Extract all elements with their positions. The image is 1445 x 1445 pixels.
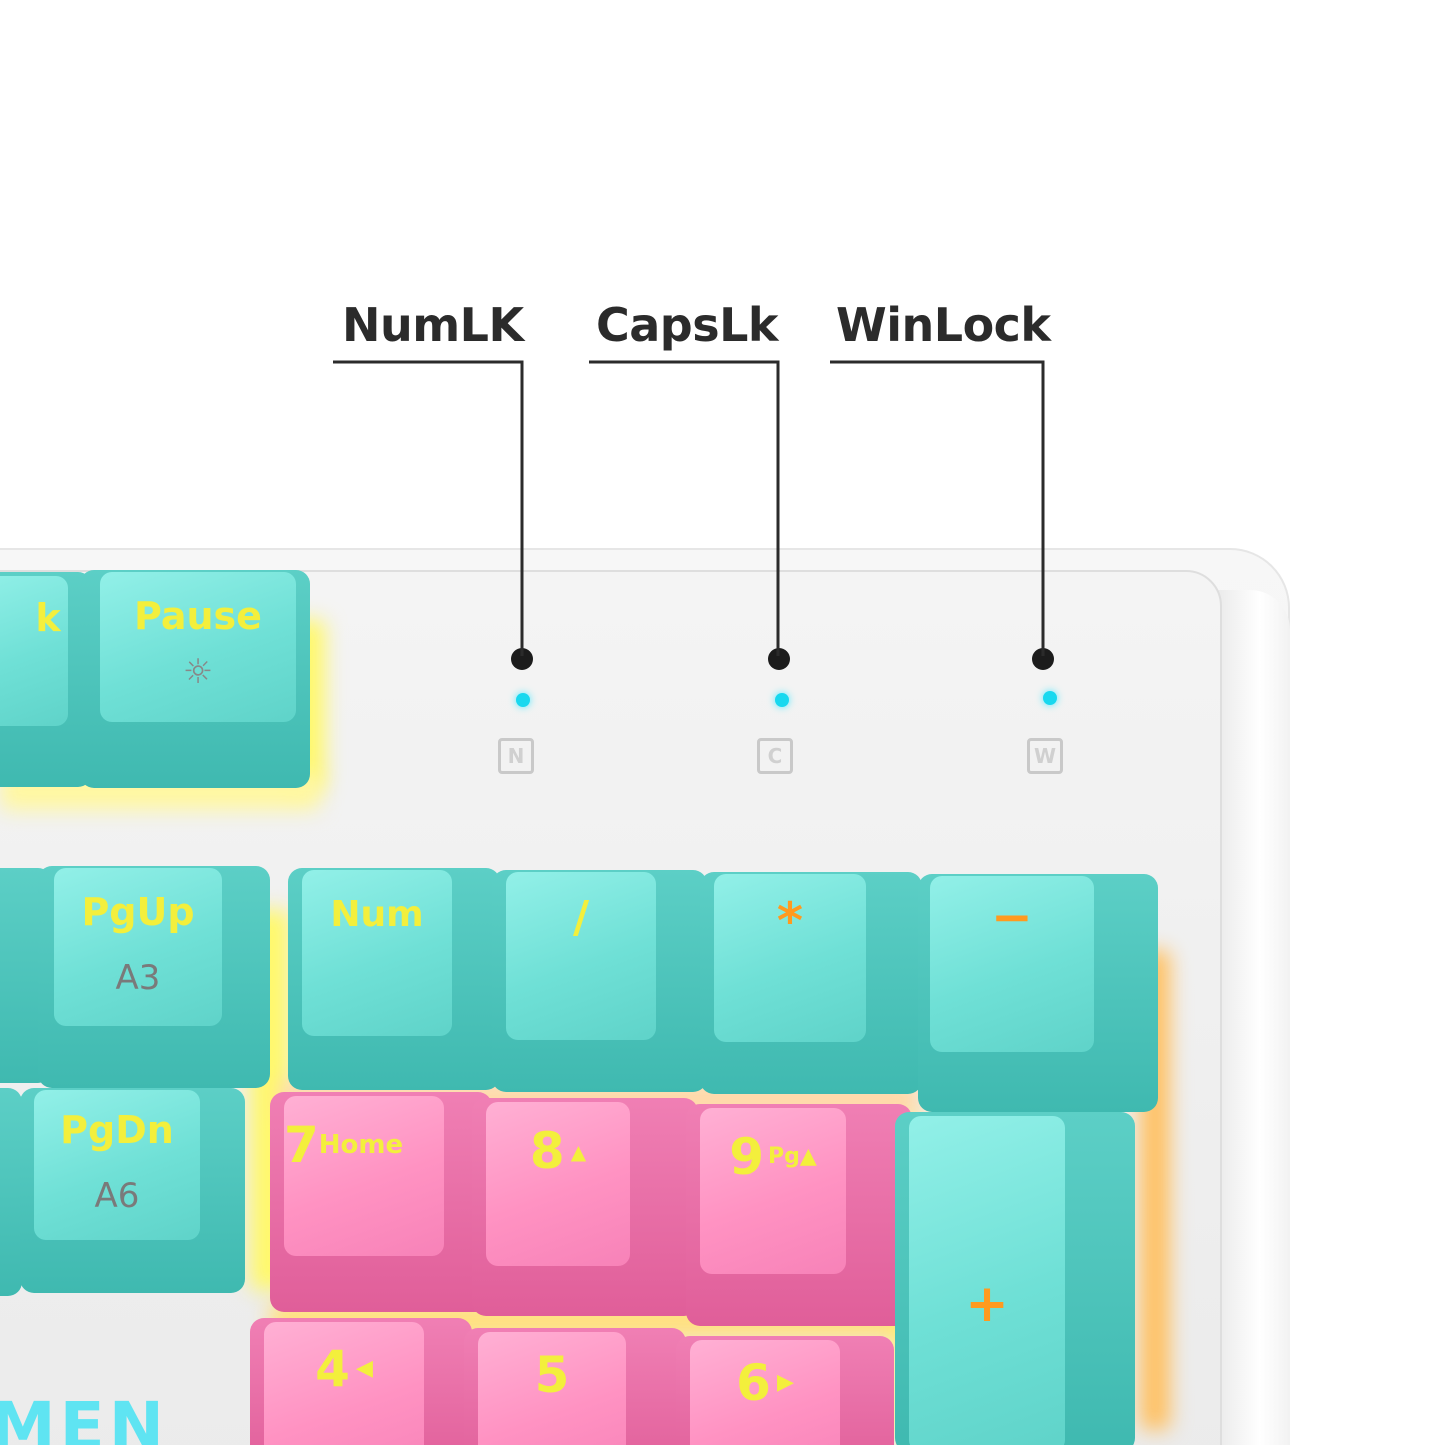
partial-key (0, 1088, 22, 1296)
numpad-8-key: 8 ▲ (472, 1098, 698, 1316)
capslock-led (775, 693, 789, 707)
numpad-9-sublegend: Pg▲ (768, 1144, 817, 1169)
numpad-6-key: 6 ▶ (676, 1336, 894, 1445)
numpad-divide-legend: / (572, 892, 590, 943)
capslock-leader-line (589, 360, 780, 656)
pgup-sublegend: A3 (115, 958, 161, 998)
numpad-5-key: 5 (464, 1328, 686, 1445)
up-arrow-icon: ▲ (570, 1140, 587, 1164)
numpad-4-key: 4 ◀ (250, 1318, 472, 1445)
numpad-4-legend: 4 (315, 1340, 350, 1398)
numpad-6-legend: 6 (736, 1354, 771, 1412)
winlock-callout-dot (1032, 648, 1054, 670)
pgdn-sublegend: A6 (94, 1176, 140, 1216)
winlock-leader-line (830, 360, 1045, 656)
num-lock-key: Num (288, 868, 500, 1090)
pgdn-legend: PgDn (60, 1108, 174, 1152)
numpad-multiply-key: * (700, 872, 922, 1094)
left-arrow-icon: ◀ (355, 1356, 373, 1381)
capslock-callout-label: CapsLk (596, 298, 779, 352)
numlock-indicator-icon: N (498, 738, 534, 774)
pgdn-key: PgDn A6 (20, 1088, 245, 1293)
right-arrow-icon: ▶ (776, 1370, 794, 1395)
numpad-minus-key: − (918, 874, 1158, 1112)
num-lock-legend: Num (330, 894, 424, 935)
winlock-callout-label: WinLock (836, 298, 1051, 352)
numpad-8-legend: 8 (529, 1122, 565, 1180)
numpad-7-sublegend: Home (318, 1130, 404, 1160)
scroll-lock-key: k (0, 572, 92, 787)
numpad-5-legend: 5 (534, 1346, 570, 1404)
pgup-legend: PgUp (81, 890, 195, 934)
numpad-7-key: 7 Home (270, 1092, 492, 1312)
numpad-9-key: 9 Pg▲ (686, 1104, 912, 1326)
pgup-key: PgUp A3 (38, 866, 270, 1088)
numpad-plus-legend: + (965, 1274, 1009, 1334)
numlock-led (516, 693, 530, 707)
capslock-indicator-icon: C (757, 738, 793, 774)
numpad-divide-key: / (492, 870, 707, 1092)
numpad-multiply-legend: * (776, 892, 804, 950)
numlock-callout-label: NumLK (342, 298, 524, 352)
numpad-9-legend: 9 (729, 1128, 764, 1186)
scroll-lock-legend: k (35, 596, 61, 640)
brand-logo: MEN (0, 1388, 168, 1445)
pause-key: Pause ☼ (80, 570, 310, 788)
winlock-indicator-icon: W (1027, 738, 1063, 774)
numlock-callout-dot (511, 648, 533, 670)
numpad-7-legend: 7 (284, 1116, 319, 1174)
capslock-callout-dot (768, 648, 790, 670)
numlock-leader-line (333, 360, 524, 656)
brightness-icon: ☼ (182, 652, 214, 692)
keyboard-side-edge (1215, 590, 1290, 1445)
pause-legend: Pause (134, 594, 262, 638)
numpad-plus-key: + (895, 1112, 1135, 1445)
winlock-led (1043, 691, 1057, 705)
numpad-minus-legend: − (991, 888, 1033, 946)
